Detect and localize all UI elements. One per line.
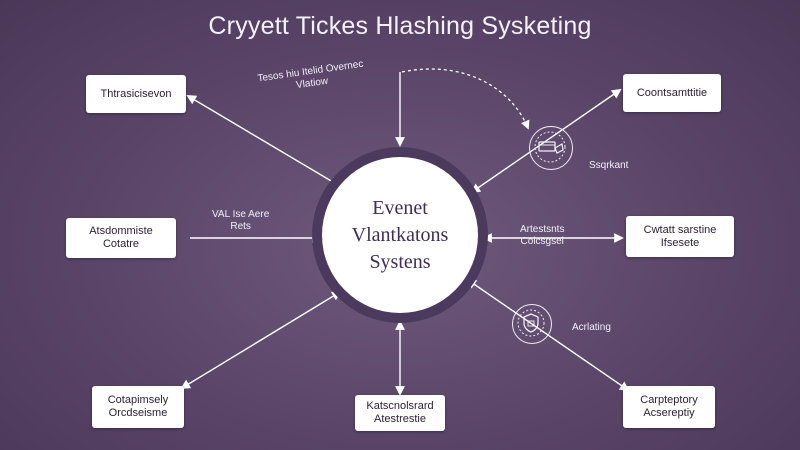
hub-line-3: Systens <box>369 250 431 273</box>
label-mid-left-line-1: VAL Ise Aere <box>212 209 270 220</box>
node-top-left-label: Thtrasicisevon <box>100 87 172 100</box>
node-bottom-left-line-2: Orcdseisme <box>108 407 168 419</box>
connector-dashed-arc <box>401 68 530 130</box>
hub-line-1: Evenet <box>372 196 428 219</box>
node-bottom-center[interactable]: Katscnolsrard Atestrestie <box>355 395 445 431</box>
label-mid-left-line-2: Rets <box>230 221 251 232</box>
node-bottom-center-line-1: Katscnolsrard <box>366 400 434 412</box>
node-bottom-left-line-1: Cotapimsely <box>107 394 169 406</box>
node-mid-left[interactable]: Atsdommiste Cotatre <box>66 218 176 258</box>
node-mid-right[interactable]: Cwtatt sarstine Ifsesete <box>626 216 734 257</box>
diagram-title: Cryyett Tickes Hlashing Sysketing <box>208 12 592 40</box>
node-mid-right-line-1: Cwtatt sarstine <box>643 223 717 236</box>
node-bottom-right-line-2: Acsereptiy <box>643 407 695 419</box>
label-mid-left: VAL Ise Aere Rets <box>212 209 269 233</box>
node-top-left[interactable]: Thtrasicisevon <box>86 75 186 113</box>
node-mid-left-line-1: Atsdommiste <box>89 225 153 237</box>
node-bottom-center-line-2: Atestrestie <box>374 413 426 425</box>
label-right-upper: Ssqrkant <box>589 160 629 171</box>
node-bottom-right-line-1: Carpteptory <box>640 394 698 406</box>
connector-top-left <box>186 94 340 187</box>
node-top-right-label: Coontsamttitie <box>636 86 708 99</box>
shield-icon <box>512 304 552 344</box>
label-mid-right-line-2: Colcsgsel <box>520 236 564 247</box>
hub-line-2: Vlantkatons <box>351 223 449 246</box>
node-mid-left-line-2: Cotatre <box>102 238 140 250</box>
label-right-lower: Acrlating <box>572 322 611 333</box>
node-bottom-right[interactable]: Carpteptory Acsereptiy <box>623 386 715 428</box>
credit-card-icon <box>529 126 573 170</box>
hub-circle: Evenet Vlantkatons Systens <box>322 157 478 313</box>
node-bottom-left[interactable]: Cotapimsely Orcdseisme <box>92 386 184 428</box>
label-mid-right-line-1: Artestsnts <box>520 224 565 235</box>
connector-bottom-left <box>180 290 342 390</box>
node-mid-right-line-2: Ifsesete <box>660 236 700 249</box>
label-mid-right: Artestsnts Colcsgsel <box>520 224 564 248</box>
node-top-right[interactable]: Coontsamttitie <box>623 74 721 112</box>
